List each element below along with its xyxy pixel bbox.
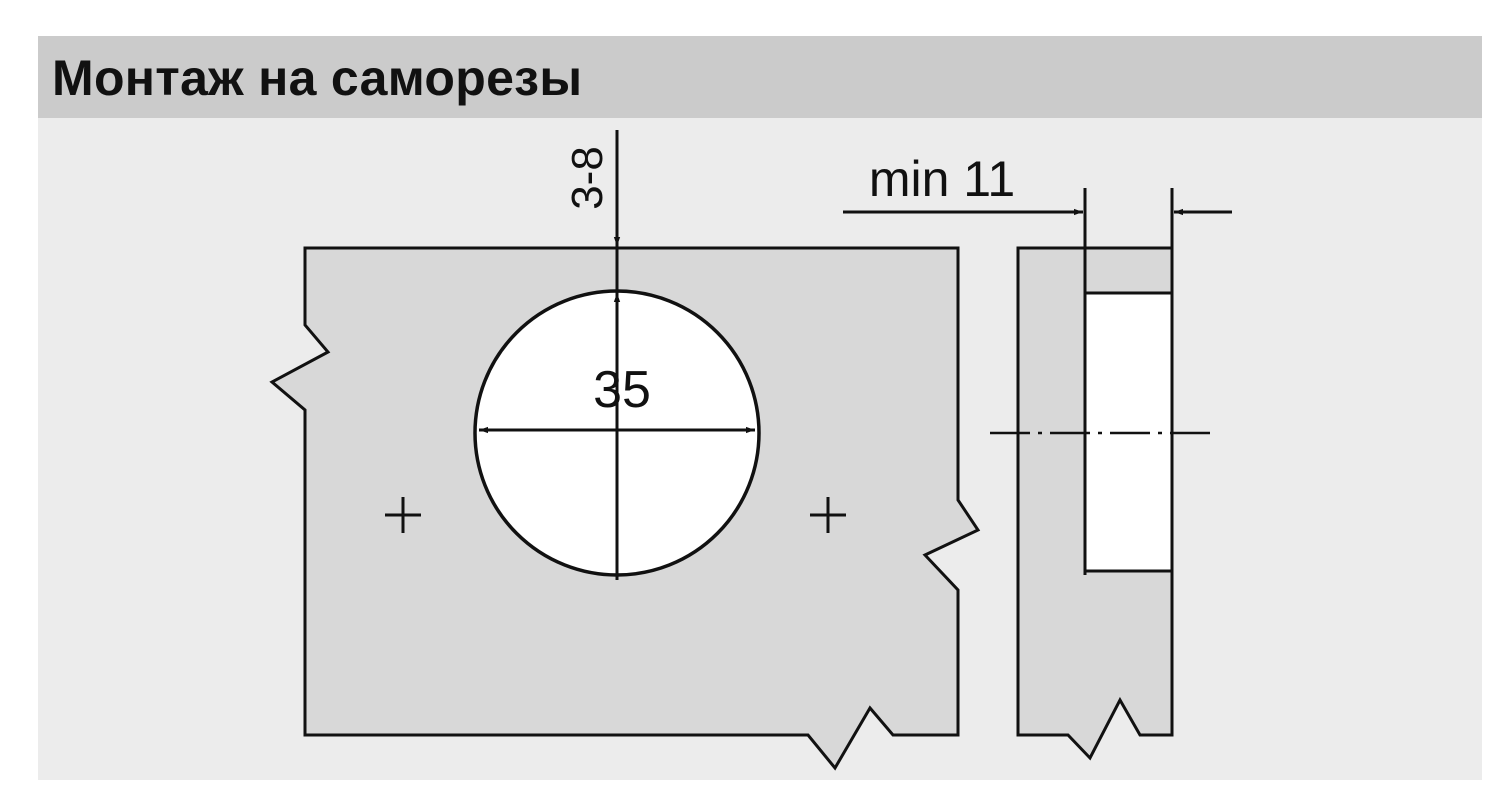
edge-distance-label: 3-8 (563, 146, 612, 210)
title-bar: Монтаж на саморезы (38, 36, 1482, 118)
screw-mark-left (385, 497, 421, 533)
min-depth-label: min 11 (869, 151, 1015, 207)
page-title: Монтаж на саморезы (52, 50, 583, 106)
screw-mark-right (810, 497, 846, 533)
bore-diameter-label: 35 (593, 361, 651, 419)
